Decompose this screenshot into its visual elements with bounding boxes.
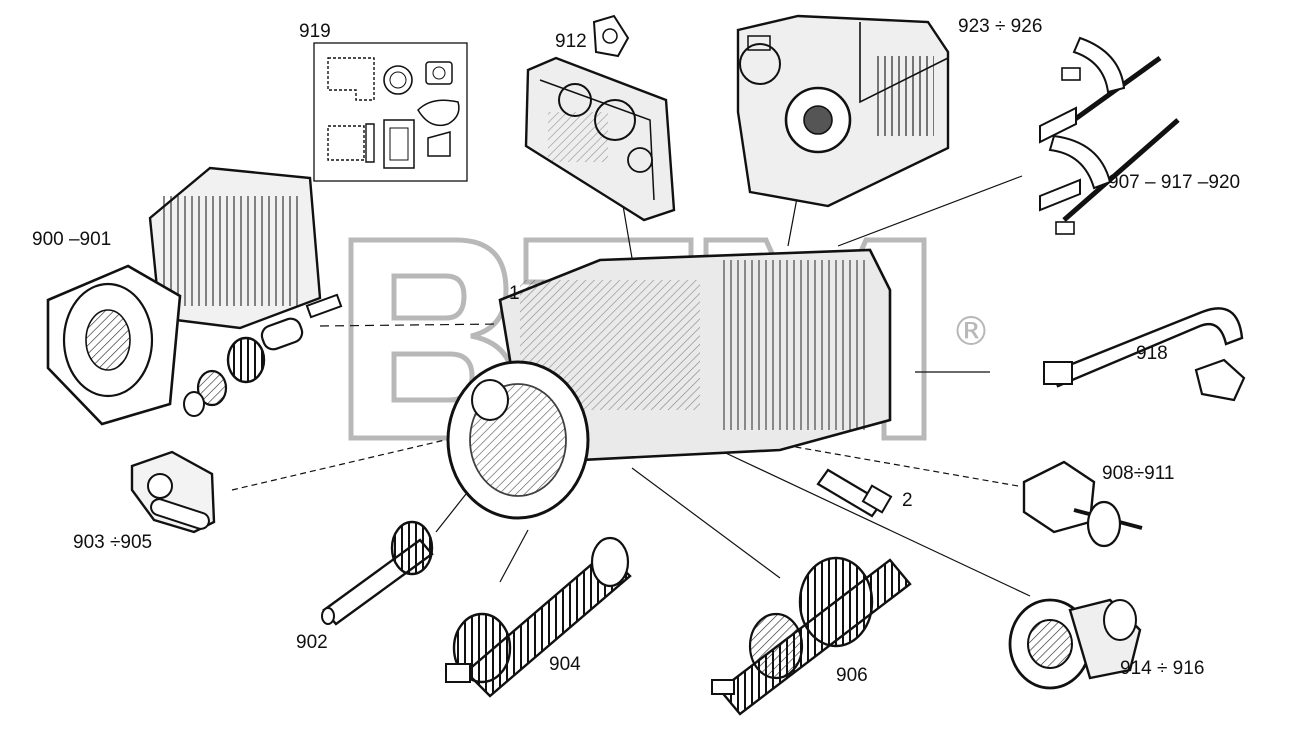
cover-912 (524, 14, 676, 222)
callout-904: 904 (549, 654, 581, 675)
housings-900-901 (46, 166, 322, 426)
main-shaft-906 (711, 556, 912, 716)
callout-918: 918 (1136, 343, 1168, 364)
shaft-2 (816, 468, 893, 518)
callout-900-901: 900 –901 (32, 229, 112, 250)
housing-923-926 (736, 14, 950, 208)
callout-908-911: 908÷911 (1102, 463, 1175, 484)
callout-907-917-920: 907 – 917 –920 (1108, 172, 1241, 193)
gasket-set-919 (313, 42, 468, 182)
shift-rod-918 (1043, 307, 1246, 402)
callout-2: 2 (902, 490, 913, 511)
callout-919: 919 (299, 21, 331, 42)
cover-903-905 (130, 450, 216, 534)
countershaft-904 (445, 536, 632, 698)
callout-903-905: 903 ÷905 (73, 532, 153, 553)
callout-912: 912 (555, 31, 587, 52)
part-908-911 (1022, 460, 1143, 548)
gearbox-assembly-1 (446, 248, 892, 520)
registered-mark: ® (951, 309, 991, 355)
bearings-left (183, 293, 343, 417)
callout-914-916: 914 ÷ 916 (1120, 658, 1205, 679)
callout-923-926: 923 ÷ 926 (958, 16, 1043, 37)
callout-906: 906 (836, 665, 868, 686)
part-914-916 (1008, 598, 1142, 690)
callout-1: 1 (509, 283, 520, 304)
leader-lines (231, 175, 1031, 597)
callout-902: 902 (296, 632, 328, 653)
shift-forks-907-917-920 (1039, 36, 1180, 235)
input-shaft-902 (321, 520, 434, 626)
